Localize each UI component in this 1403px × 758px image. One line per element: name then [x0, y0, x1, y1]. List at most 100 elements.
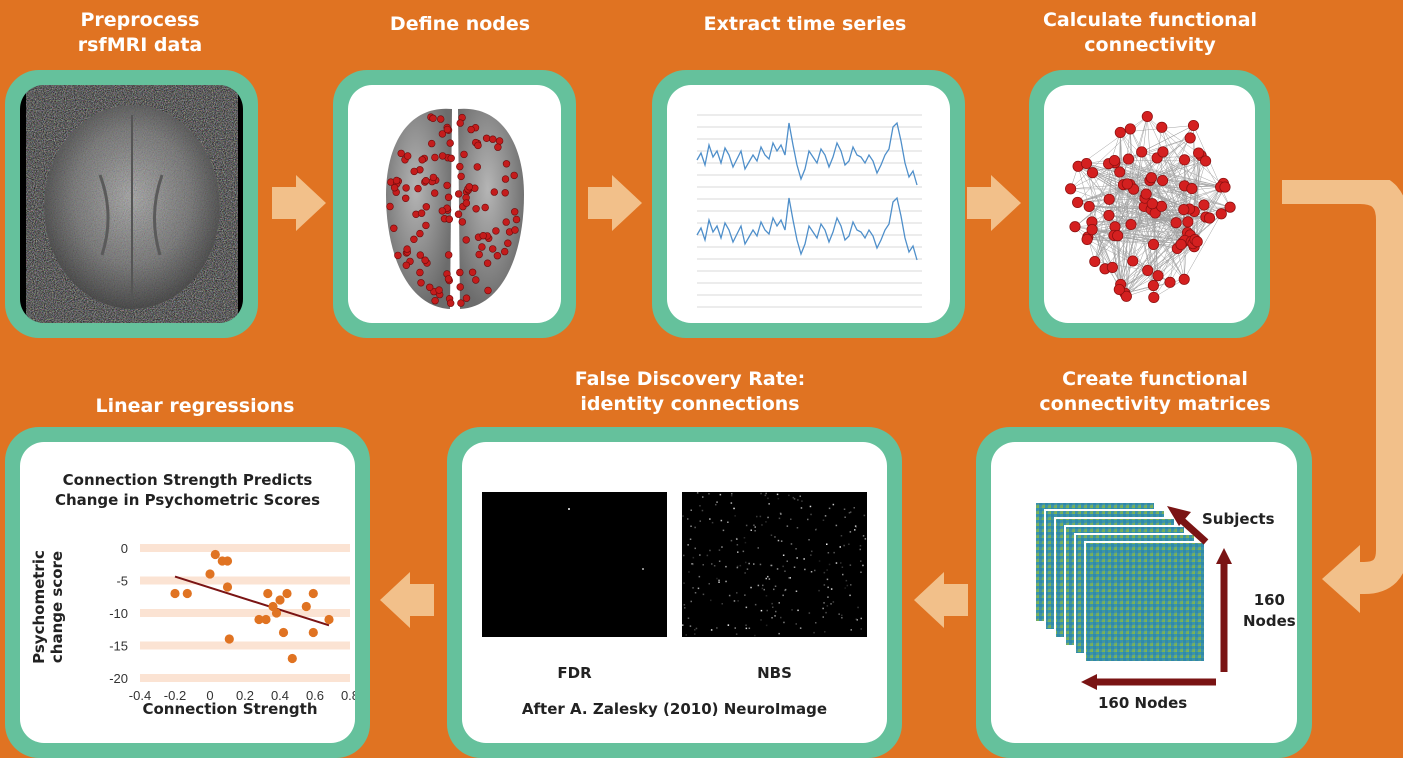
brain-node	[422, 221, 430, 230]
brain-node	[478, 243, 486, 251]
panel-define-nodes	[333, 70, 576, 338]
network-node	[1103, 193, 1115, 205]
brain-node	[402, 184, 410, 192]
fdr-panel-content: FDR NBS After A. Zalesky (2010) NeuroIma…	[462, 442, 887, 743]
network-node	[1157, 146, 1169, 158]
step-title-extract: Extract time series	[703, 13, 907, 35]
x-tick-label: -0.4	[129, 688, 151, 703]
brain-node	[445, 215, 454, 223]
brain-node	[510, 171, 518, 180]
network-node	[1140, 188, 1152, 200]
brain-scan-image	[20, 85, 243, 323]
brain-node	[436, 115, 445, 123]
network-node	[1069, 221, 1081, 233]
brain-node	[458, 218, 467, 226]
arrow-left-icon	[380, 572, 434, 628]
connectivity-network-image	[1044, 85, 1255, 323]
network-node	[1157, 174, 1169, 187]
network-node	[1193, 147, 1205, 159]
data-point	[271, 608, 282, 618]
brain-node	[479, 232, 487, 240]
panel-regressions: 0-5-10-15-20 -0.4-0.200.20.40.60.8 Conne…	[5, 427, 370, 758]
network-node	[1127, 255, 1139, 267]
panel-fdr: FDR NBS After A. Zalesky (2010) NeuroIma…	[447, 427, 902, 758]
brain-node	[402, 261, 410, 270]
network-node	[1114, 126, 1126, 138]
brain-node	[446, 299, 455, 307]
brain-node	[457, 299, 465, 307]
y-tick-label: -10	[109, 606, 128, 621]
brain-node	[431, 153, 439, 162]
grid-band	[140, 609, 350, 617]
y-tick-label: -20	[109, 671, 128, 686]
return-arrow-icon	[1282, 180, 1403, 613]
network-node	[1072, 196, 1084, 208]
brain-node	[421, 256, 429, 264]
network-node	[1145, 172, 1157, 184]
brain-node	[495, 137, 504, 145]
brain-node	[481, 203, 489, 212]
brain-node	[475, 250, 483, 259]
grid-band	[140, 641, 350, 650]
brain-node	[489, 245, 497, 253]
network-node	[1081, 233, 1093, 245]
brain-node	[401, 194, 410, 203]
network-node	[1065, 183, 1077, 195]
data-point	[287, 653, 297, 664]
x-tick-label: 0.4	[271, 688, 289, 703]
data-point	[308, 588, 318, 599]
brain-node	[446, 139, 454, 147]
network-node	[1148, 291, 1160, 303]
network-node	[1219, 181, 1231, 193]
network-node	[1089, 255, 1101, 268]
x-tick-label: 0	[206, 688, 213, 703]
brain-node	[502, 218, 510, 226]
brain-node	[390, 224, 398, 233]
matrix-stack	[1034, 501, 1206, 663]
network-node	[1164, 276, 1176, 288]
brain-node	[403, 152, 412, 160]
subjects-arrow-icon	[1167, 506, 1209, 545]
brain-nodes-image	[348, 85, 561, 323]
step-title-regressions: Linear regressions	[95, 395, 295, 417]
brain-node	[386, 202, 394, 211]
data-point	[205, 569, 215, 579]
nodes-horizontal-label: 160 Nodes	[1098, 694, 1188, 712]
brain-node	[512, 215, 521, 224]
network-node	[1120, 290, 1132, 302]
brain-node	[438, 207, 447, 215]
data-point	[324, 614, 334, 625]
subjects-label: Subjects	[1202, 510, 1275, 528]
brain-node	[394, 251, 402, 260]
x-axis-label: Connection Strength	[142, 700, 318, 718]
network-node	[1142, 264, 1154, 276]
network-node	[1175, 238, 1187, 251]
brain-node	[414, 184, 422, 193]
brain-node	[438, 152, 447, 160]
network-node	[1156, 121, 1168, 133]
brain-node	[474, 141, 482, 150]
brain-node	[472, 205, 480, 213]
brain-node	[511, 208, 519, 216]
brain-node	[416, 229, 424, 238]
network-node	[1113, 283, 1125, 296]
grid-band	[140, 674, 350, 682]
data-point	[301, 601, 311, 612]
panel-extract	[652, 70, 965, 338]
brain-node	[462, 199, 471, 207]
brain-node	[447, 154, 455, 163]
y-tick-label: 0	[121, 541, 128, 556]
brain-node	[504, 239, 512, 247]
brain-node	[501, 175, 510, 183]
network-node	[1136, 146, 1148, 158]
brain-node	[422, 203, 431, 211]
fdr-label: FDR	[557, 664, 592, 682]
brain-node	[456, 268, 464, 277]
brain-node	[418, 156, 426, 164]
brain-node	[454, 210, 463, 218]
brain-node	[482, 134, 491, 142]
brain-node	[422, 176, 430, 185]
matrices-stack-image: Subjects 160 Nodes 160 Nodes	[991, 442, 1297, 743]
data-point	[182, 588, 192, 599]
network-node	[1112, 230, 1124, 242]
